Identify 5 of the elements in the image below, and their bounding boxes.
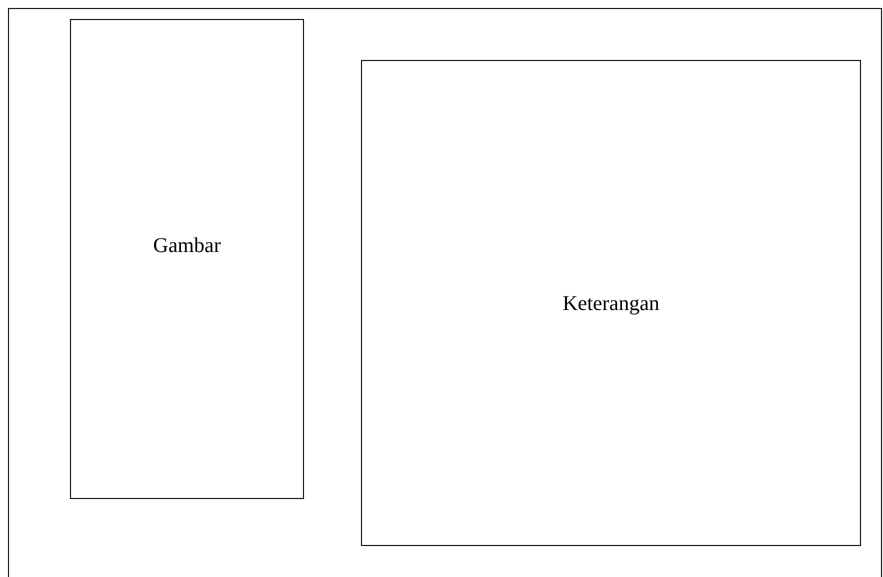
box-label: Gambar [153,232,221,258]
box-label: Keterangan [562,290,660,316]
text-box [361,60,861,546]
text-box [70,19,304,499]
frame-border [8,8,882,577]
